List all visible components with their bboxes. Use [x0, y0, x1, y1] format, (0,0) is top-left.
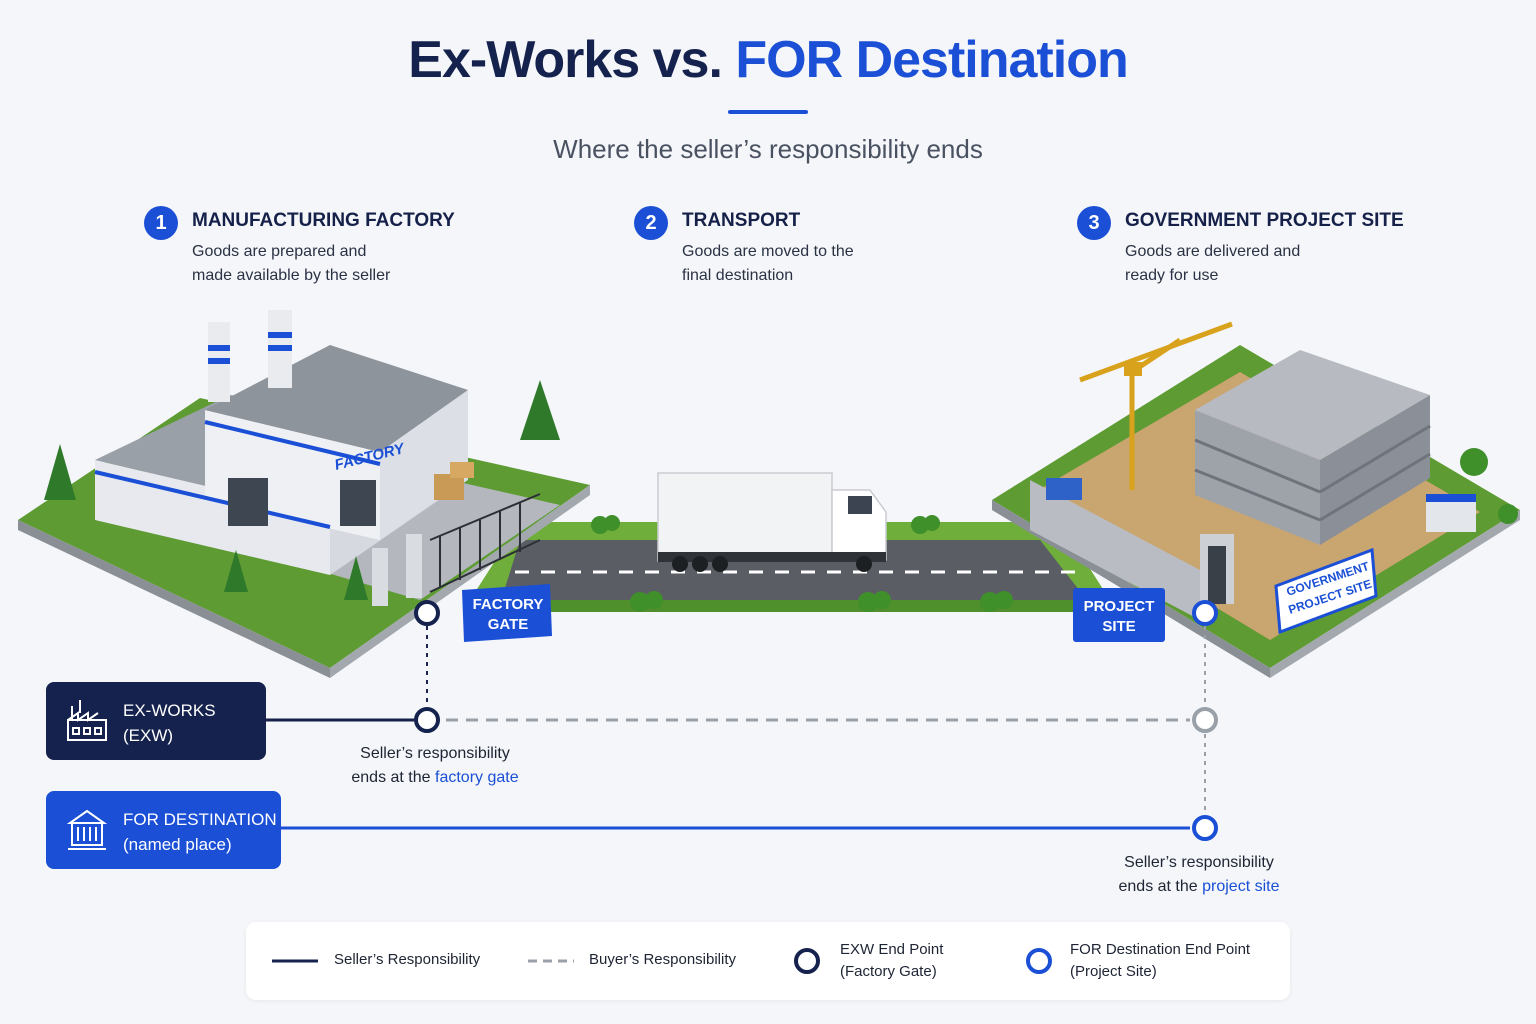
step-description-line: ready for use: [1125, 267, 1219, 284]
for-caption-prefix: ends at the: [1118, 878, 1203, 895]
step-number-badge: 2: [634, 206, 668, 240]
for-caption-line2: ends at the project site: [1079, 875, 1319, 899]
legend-exw-end-line1: EXW End Point: [840, 941, 944, 958]
step-description: Goods are moved to the final destination: [682, 240, 912, 288]
for-caption-line1: Seller’s responsibility: [1124, 854, 1274, 871]
exw-buyer-end-point: [1192, 707, 1218, 733]
subtitle: Where the seller’s responsibility ends: [553, 134, 983, 164]
factory-gate-marker: [414, 600, 440, 626]
for-caption-highlight: project site: [1202, 878, 1280, 895]
seller-line-swatch: [272, 959, 318, 963]
title-for-destination: FOR Destination: [735, 31, 1128, 89]
factory-building: FACTORY: [94, 310, 474, 575]
step-description: Goods are delivered and ready for use: [1125, 240, 1355, 288]
exw-caption: Seller’s responsibility ends at the fact…: [315, 742, 555, 790]
page-title: Ex-Works vs. FOR Destination: [0, 30, 1536, 90]
factory-trees: [44, 380, 560, 600]
legend-exw-end-line2: (Factory Gate): [840, 963, 937, 980]
legend-buyer: Buyer’s Responsibility: [589, 951, 737, 968]
exw-caption-prefix: ends at the: [351, 769, 435, 786]
building-icon: [66, 809, 108, 850]
factory-gate-label-line2: GATE: [488, 616, 529, 633]
exw-term-line1: EX-WORKS: [123, 701, 216, 720]
exw-caption-line2: ends at the factory gate: [315, 766, 555, 790]
title-underline: [728, 110, 808, 114]
for-end-swatch: [1026, 948, 1052, 974]
step-description: Goods are prepared and made available by…: [192, 240, 422, 288]
site-cabins: [1046, 478, 1476, 532]
for-caption: Seller’s responsibility ends at the proj…: [1079, 851, 1319, 899]
for-term-line1: FOR DESTINATION: [123, 810, 277, 829]
exw-caption-highlight: factory gate: [435, 769, 519, 786]
step-number-badge: 1: [144, 206, 178, 240]
step-description-line: final destination: [682, 267, 794, 284]
exw-end-swatch: [794, 948, 820, 974]
legend-for-end-line1: FOR Destination End Point: [1070, 941, 1251, 958]
project-site-tag: PROJECT SITE: [1073, 588, 1165, 642]
exw-term-line2: (EXW): [123, 726, 174, 745]
factory-icon: [67, 700, 107, 741]
exw-caption-line1: Seller’s responsibility: [360, 745, 510, 762]
step-description-line: Goods are prepared and: [192, 243, 367, 260]
site-gate: [1200, 534, 1234, 604]
for-term-line2: (named place): [123, 835, 232, 854]
step-description-line: Goods are moved to the: [682, 243, 854, 260]
project-site-label-line2: SITE: [1102, 618, 1135, 635]
step-heading: TRANSPORT: [682, 210, 801, 231]
project-site-label-line1: PROJECT: [1084, 598, 1155, 615]
site-trees: [1460, 448, 1518, 524]
legend-exw-end: EXW End Point (Factory Gate): [840, 939, 943, 983]
step-number-badge: 3: [1077, 206, 1111, 240]
step-description-line: Goods are delivered and: [1125, 243, 1301, 260]
factory-gate-tag: FACTORY GATE: [462, 584, 552, 642]
factory-gate-fence: [372, 493, 541, 606]
step-description-line: made available by the seller: [192, 267, 391, 284]
legend-seller: Seller’s Responsibility: [334, 951, 481, 968]
for-term-label: FOR DESTINATION (named place): [123, 807, 277, 857]
truck: [657, 472, 887, 572]
factory-gate-label-line1: FACTORY: [473, 596, 544, 613]
step-heading: MANUFACTURING FACTORY: [192, 210, 455, 231]
for-term-box: FOR DESTINATION (named place): [46, 791, 281, 869]
concrete-building: [1194, 350, 1431, 545]
bushes: [591, 515, 1013, 612]
buyer-line-swatch: [528, 959, 574, 963]
legend-for-end-line2: (Project Site): [1070, 963, 1157, 980]
project-site-marker: [1192, 600, 1218, 626]
title-exworks: Ex-Works vs.: [408, 31, 723, 89]
exw-end-point: [414, 707, 440, 733]
step-heading: GOVERNMENT PROJECT SITE: [1125, 210, 1404, 231]
exw-term-box: EX-WORKS (EXW): [46, 682, 266, 760]
exw-term-label: EX-WORKS (EXW): [123, 698, 216, 748]
legend: Seller’s Responsibility Buyer’s Responsi…: [246, 922, 1290, 1000]
legend-for-end: FOR Destination End Point (Project Site): [1070, 939, 1250, 983]
for-end-point: [1192, 815, 1218, 841]
tower-crane: [1079, 321, 1233, 490]
